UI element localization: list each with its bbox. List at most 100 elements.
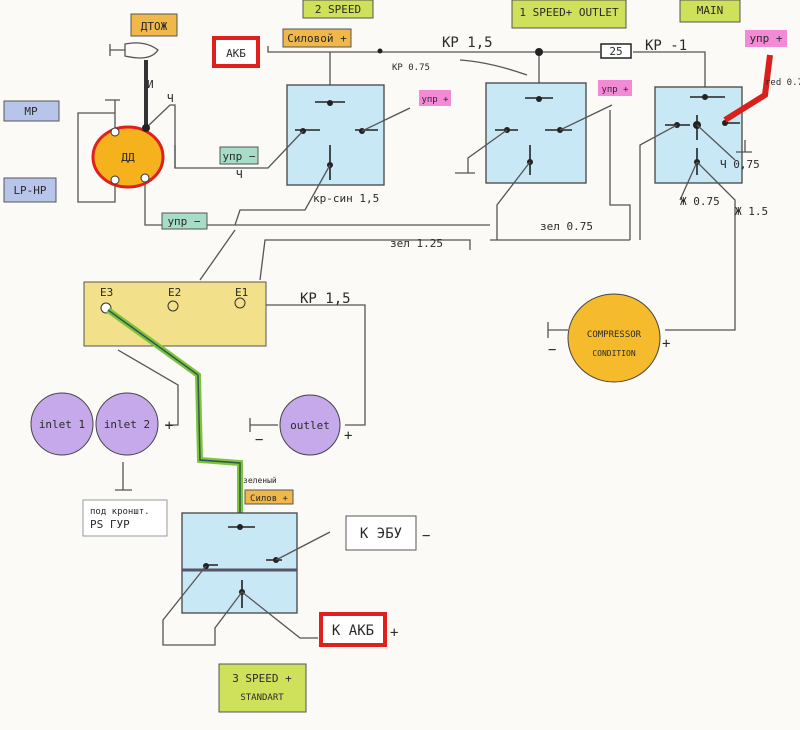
wire-label-kr-1-5: КР 1,5 (442, 35, 493, 51)
plus-sign: + (662, 336, 670, 352)
tag-main-label: MAIN (697, 4, 724, 17)
wire-label-zh-1-5: Ж 1.5 (735, 205, 768, 218)
fan-signal-wires (199, 224, 630, 281)
tag-dtozh-label: ДТОЖ (141, 20, 168, 33)
resistor-wires (117, 304, 366, 426)
outlet-label: outlet (290, 419, 330, 432)
lp-hp-label: LP-HP (13, 184, 46, 197)
tag-dtozh: ДТОЖ (130, 13, 178, 37)
relay1-out-wire (144, 164, 331, 226)
compressor-label: CONDITION (592, 349, 636, 358)
tag-upr-plus-main: упр + (745, 30, 787, 47)
wire-label-zel-0-75: зел 0.75 (540, 220, 593, 233)
tag-1-speed-outlet: 1 SPEED+ OUTLET (511, 0, 627, 29)
junction-dot (377, 48, 383, 54)
compressor-clutch: COMPRESSOR CONDITION (567, 293, 661, 383)
e1-label: E1 (235, 286, 248, 299)
tag-upr-plus-relay2: упр + (598, 80, 632, 96)
wire-label-kr-sin: кр-син 1,5 (313, 192, 379, 205)
wire-label-red-0-75: red 0.75 (765, 78, 800, 88)
label-k-akb: К АКБ (319, 612, 387, 647)
minus-sign: − (422, 528, 430, 544)
tag-upr-minus-2: упр − (161, 212, 208, 230)
tag-upr-minus-1: упр − (219, 146, 259, 165)
relay2-wires (455, 104, 613, 240)
silov-plus-label: Силов + (250, 494, 289, 504)
relay3-wires (639, 124, 736, 331)
tag-bracket-ps: под кроншт.PS ГУР (82, 499, 168, 537)
minus-sign: − (255, 432, 263, 448)
speed3-label: STANDART (240, 693, 284, 703)
e3-label: E3 (100, 286, 113, 299)
fan-outlet: outlet (279, 394, 341, 456)
tag-lp-hp: LP-HP (3, 177, 57, 203)
speed3-label: 3 SPEED + (232, 672, 292, 685)
bracket-label: PS ГУР (90, 518, 130, 531)
dd-wires (77, 99, 176, 203)
green-wire-core (107, 309, 241, 525)
akb-label: АКБ (226, 47, 246, 60)
wire-label-ch-0-75: Ч 0,75 (720, 158, 760, 171)
plus-sign: + (390, 625, 398, 641)
tag-upr-plus-relay1: упр + (419, 90, 451, 106)
red-wire (723, 54, 773, 123)
ground-symbol (736, 140, 752, 153)
relay-2-speed (286, 84, 385, 186)
relay4-wires (162, 531, 331, 646)
wire-label-kr-1-5: КР 1,5 (300, 291, 351, 307)
upr-minus-label: упр − (222, 150, 255, 163)
compressor-label: COMPRESSOR (587, 330, 642, 340)
fuse-25-label: 25 (609, 45, 622, 58)
wire-label-ch: Ч (167, 92, 174, 105)
k-akb-label: К АКБ (332, 623, 374, 639)
inlet2-label: inlet 2 (104, 418, 150, 431)
upr-plus-label: упр + (749, 32, 782, 45)
ground-symbol (249, 418, 278, 432)
label-k-ebu: К ЭБУ (345, 515, 417, 551)
bracket-label: под кроншт. (90, 507, 150, 517)
ground-symbol (115, 462, 132, 491)
relay-3-speed-standart (181, 512, 298, 614)
wire-label-i: И (147, 78, 154, 91)
tag-mp: МР (3, 100, 60, 122)
plus-sign: + (165, 418, 173, 434)
wire-label-zel-1-25: зел 1.25 (390, 237, 443, 250)
wire-label-kr-1: КР -1 (645, 38, 687, 54)
temp-sensor (109, 42, 159, 59)
wire-label-kr-0-75: КР 0.75 (392, 63, 430, 73)
tag-3-speed-standart: 3 SPEED + STANDART (218, 663, 307, 713)
inlet1-label: inlet 1 (39, 418, 85, 431)
fan-inlet-2: inlet 2 (95, 392, 159, 456)
power-bus-wire (267, 46, 706, 95)
ground-symbol (547, 322, 568, 338)
fuse-25: 25 (600, 43, 632, 59)
wire-label-zeleny: зеленый (243, 476, 277, 485)
plus-sign: + (344, 428, 352, 444)
minus-sign: − (548, 342, 556, 358)
upr-plus-label: упр + (421, 95, 449, 105)
upr-minus-label: упр − (167, 215, 200, 228)
k-ebu-label: К ЭБУ (360, 526, 402, 542)
tag-main: MAIN (679, 0, 741, 23)
tag-1-speed-outlet-label: 1 SPEED+ OUTLET (519, 6, 619, 19)
dd-label: ДД (121, 151, 135, 164)
relay-main (654, 86, 743, 184)
tag-2-speed: 2 SPEED (302, 0, 374, 19)
arrow-line (459, 59, 528, 76)
wire-label-ch: Ч (236, 168, 243, 181)
silovoy-plus-label: Силовой + (287, 32, 347, 45)
tag-2-speed-label: 2 SPEED (315, 3, 361, 16)
wire-label-zh-0-75: Ж 0.75 (680, 195, 720, 208)
battery-akb-box: АКБ (212, 36, 260, 68)
relay2-upr-wire (609, 110, 631, 240)
fan-inlet-1: inlet 1 (30, 392, 94, 456)
junction-dot (535, 48, 543, 56)
e2-label: E2 (168, 286, 181, 299)
tag-silov-plus: Силов + (244, 489, 294, 505)
mp-label: МР (24, 105, 38, 118)
relay-1-speed-outlet (485, 82, 587, 184)
tag-silovoy-plus: Силовой + (282, 28, 352, 48)
upr-plus-label: упр + (601, 85, 629, 95)
